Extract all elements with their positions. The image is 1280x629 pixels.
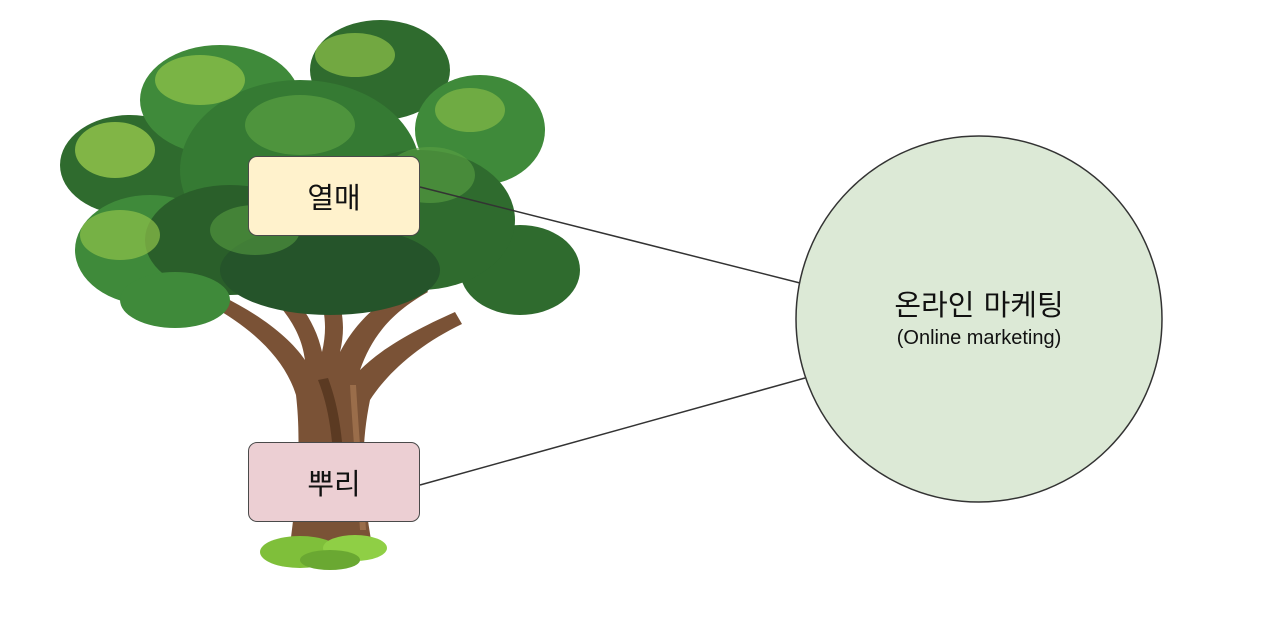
online-marketing-circle (795, 135, 1163, 503)
fruit-label: 열매 (307, 181, 361, 215)
root-label-box: 뿌리 (248, 442, 420, 522)
root-label: 뿌리 (307, 467, 361, 501)
grass-tuft (260, 535, 387, 570)
connector-fruit-to-circle (419, 186, 801, 284)
fruit-label-box: 열매 (248, 156, 420, 236)
connector-root-to-circle (419, 377, 806, 486)
